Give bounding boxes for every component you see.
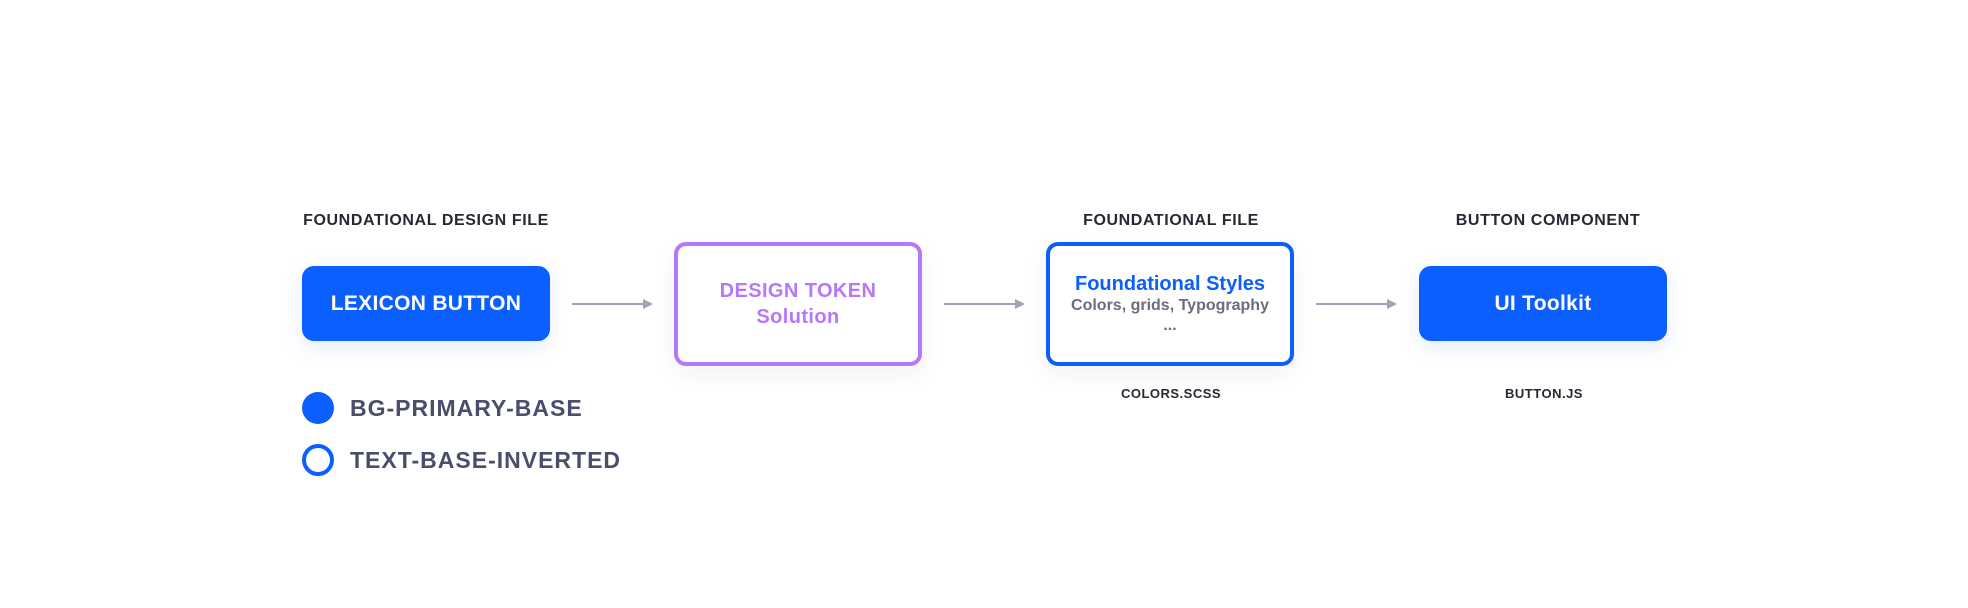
file-label-colors-scss: COLORS.SCSS	[1120, 386, 1222, 401]
file-label-button-js: BUTTON.JS	[1505, 386, 1583, 401]
caption-foundational-design-file: FOUNDATIONAL DESIGN FILE	[303, 212, 549, 229]
legend-label: BG-PRIMARY-BASE	[350, 394, 583, 421]
arrow-right-icon	[572, 298, 654, 310]
arrow-right-icon	[1316, 298, 1398, 310]
arrow-right-icon	[944, 298, 1026, 310]
caption-button-component: BUTTON COMPONENT	[1455, 212, 1641, 229]
outline-circle-icon	[302, 444, 334, 476]
design-token-sublabel: Solution	[756, 306, 840, 328]
design-token-label: DESIGN TOKEN	[719, 280, 877, 302]
legend-label: TEXT-BASE-INVERTED	[350, 446, 622, 473]
foundational-styles-title: Foundational Styles	[1074, 273, 1266, 295]
legend-item-bg-primary-base: BG-PRIMARY-BASE	[302, 392, 583, 424]
legend-item-text-base-inverted: TEXT-BASE-INVERTED	[302, 444, 621, 476]
design-token-node: DESIGN TOKEN Solution	[674, 242, 922, 366]
caption-foundational-file: FOUNDATIONAL FILE	[1083, 212, 1259, 229]
filled-circle-icon	[302, 392, 334, 424]
foundational-styles-node: Foundational Styles Colors, grids, Typog…	[1046, 242, 1294, 366]
lexicon-button-label: LEXICON BUTTON	[330, 291, 522, 315]
ui-toolkit-node: UI Toolkit	[1419, 266, 1667, 341]
lexicon-button-node: LEXICON BUTTON	[302, 266, 550, 341]
ui-toolkit-label: UI Toolkit	[1494, 291, 1592, 315]
foundational-styles-desc: Colors, grids, Typography	[1071, 297, 1269, 314]
foundational-styles-ellipsis: ...	[1163, 317, 1177, 334]
